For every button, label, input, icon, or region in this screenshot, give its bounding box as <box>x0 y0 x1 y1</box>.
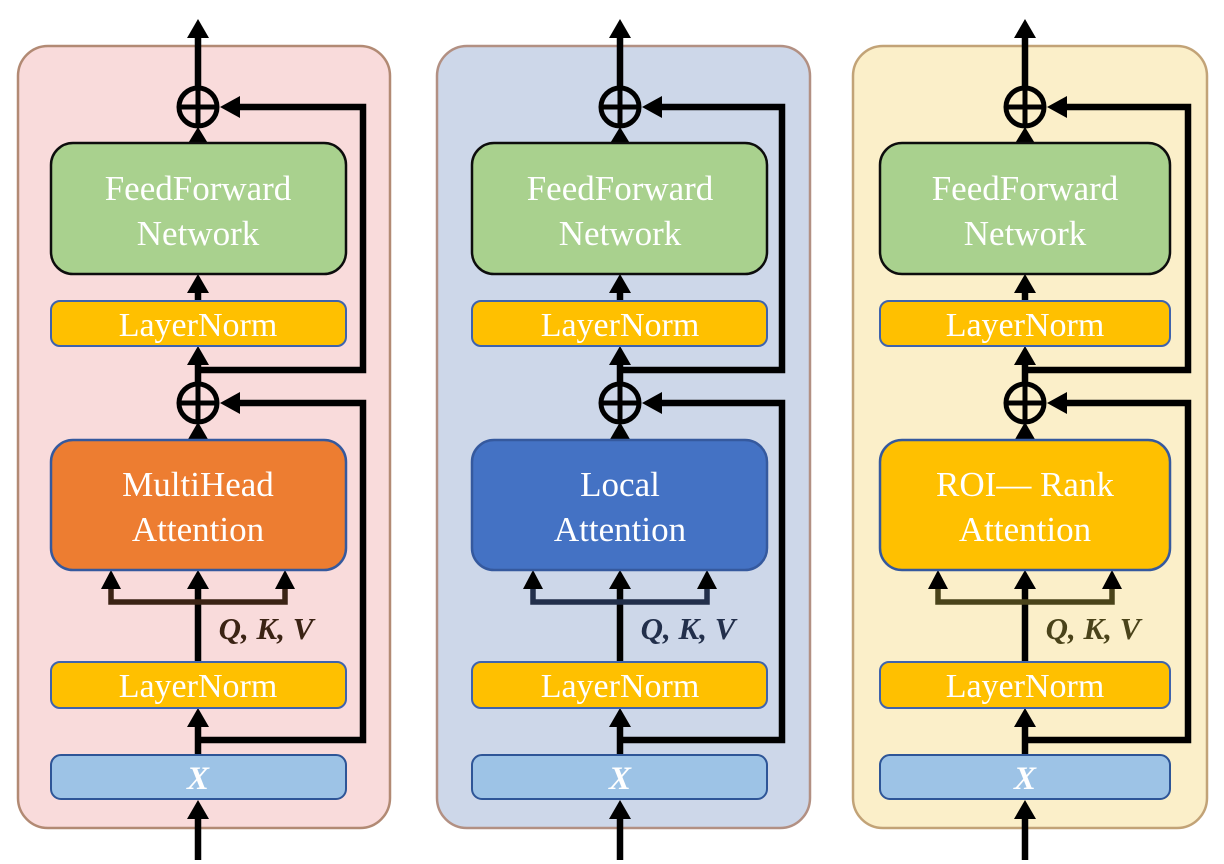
feedforward-label-line2: Network <box>559 214 682 253</box>
qkv-fork <box>935 589 1115 605</box>
input-x-box <box>50 754 347 800</box>
residual-skip-path-upper <box>620 103 786 374</box>
attention-box <box>470 438 769 572</box>
add-to-layernorm-arrowhead <box>1014 346 1036 365</box>
layernorm-top-label: LayerNorm <box>946 307 1105 344</box>
ffn-to-add-arrowhead <box>187 127 209 145</box>
qkv-label: Q, K, V <box>219 611 316 646</box>
residual-skip-path-upper <box>198 103 367 374</box>
qkv-fork-left-arrowhead <box>101 570 121 589</box>
add-to-layernorm-arrowhead <box>187 346 209 365</box>
qkv-fork-left-arrowhead <box>523 570 543 589</box>
layernorm-bottom-label: LayerNorm <box>541 668 700 705</box>
feedforward-box <box>49 141 348 276</box>
output-arrowhead <box>1014 19 1036 38</box>
attention-label-line1: MultiHead <box>122 465 274 504</box>
input-to-layernorm-arrowhead <box>187 708 209 727</box>
residual-skip-path-lower <box>198 399 367 744</box>
feedforward-label-line2: Network <box>137 214 260 253</box>
layernorm-bottom-label: LayerNorm <box>946 668 1105 705</box>
feedforward-box <box>878 141 1172 276</box>
residual-arrowhead-upper <box>220 96 240 118</box>
feedforward-label-line1: FeedForward <box>105 169 292 208</box>
input-to-layernorm-arrowhead <box>609 708 631 727</box>
circle-plus-icon <box>176 85 220 129</box>
panel-multihead-attention: FeedForward Network LayerNorm MultiHead … <box>16 19 392 860</box>
qkv-fork-right-arrowhead <box>697 570 717 589</box>
feedforward-box <box>470 141 769 276</box>
input-to-layernorm-arrowhead <box>1014 708 1036 727</box>
panel-roi-rank-attention: FeedForward Network LayerNorm ROI— Rank … <box>851 19 1209 860</box>
ffn-to-add-arrowhead <box>609 127 631 145</box>
residual-skip-path-lower <box>1025 399 1192 744</box>
input-x-box <box>879 754 1171 800</box>
attention-label-line1: ROI— Rank <box>936 465 1114 504</box>
input-arrowhead <box>1014 800 1036 819</box>
add-to-layernorm-arrowhead <box>609 346 631 365</box>
layernorm-bottom-box <box>50 661 347 709</box>
input-arrowhead <box>187 800 209 819</box>
attention-label-line2: Attention <box>959 510 1091 549</box>
input-x-label: X <box>186 761 210 797</box>
circle-plus-icon <box>598 85 642 129</box>
qkv-fork-left-arrowhead <box>928 570 948 589</box>
layernorm-top-box <box>879 300 1171 347</box>
attention-box <box>49 438 348 572</box>
circle-plus-icon <box>176 381 220 425</box>
qkv-fork <box>108 589 288 605</box>
layernorm-to-attention-arrowhead <box>187 570 209 589</box>
attention-label-line1: Local <box>580 465 660 504</box>
layernorm-bottom-box <box>879 661 1171 709</box>
layernorm-top-label: LayerNorm <box>119 307 278 344</box>
residual-arrowhead-lower <box>220 392 240 414</box>
circle-plus-icon <box>598 381 642 425</box>
qkv-label: Q, K, V <box>1046 611 1143 646</box>
feedforward-label-line1: FeedForward <box>527 169 714 208</box>
layernorm-to-attention-arrowhead <box>1014 570 1036 589</box>
input-arrowhead <box>609 800 631 819</box>
qkv-fork-right-arrowhead <box>275 570 295 589</box>
layernorm-bottom-box <box>471 661 768 709</box>
residual-arrowhead-upper <box>1047 96 1067 118</box>
circle-plus-icon <box>1003 85 1047 129</box>
residual-arrowhead-lower <box>1047 392 1067 414</box>
layernorm-top-label: LayerNorm <box>541 307 700 344</box>
attention-to-add-arrowhead <box>609 422 631 441</box>
layernorm-to-ffn-arrowhead <box>609 274 631 293</box>
attention-to-add-arrowhead <box>187 422 209 441</box>
attention-label-line2: Attention <box>132 510 264 549</box>
attention-to-add-arrowhead <box>1014 422 1036 441</box>
output-arrowhead <box>187 19 209 38</box>
residual-skip-path-upper <box>1025 103 1192 374</box>
layernorm-to-attention-arrowhead <box>609 570 631 589</box>
qkv-label: Q, K, V <box>641 611 738 646</box>
residual-skip-path-lower <box>620 399 786 744</box>
feedforward-label-line1: FeedForward <box>932 169 1119 208</box>
ffn-to-add-arrowhead <box>1014 127 1036 145</box>
layernorm-to-ffn-arrowhead <box>187 274 209 293</box>
layernorm-bottom-label: LayerNorm <box>119 668 278 705</box>
residual-arrowhead-lower <box>642 392 662 414</box>
feedforward-label-line2: Network <box>964 214 1087 253</box>
input-x-label: X <box>1013 761 1037 797</box>
circle-plus-icon <box>1003 381 1047 425</box>
output-arrowhead <box>609 19 631 38</box>
panel-local-attention: FeedForward Network LayerNorm Local Atte… <box>435 19 812 860</box>
attention-box <box>878 438 1172 572</box>
layernorm-to-ffn-arrowhead <box>1014 274 1036 293</box>
residual-arrowhead-upper <box>642 96 662 118</box>
attention-label-line2: Attention <box>554 510 686 549</box>
input-x-label: X <box>608 761 632 797</box>
qkv-fork <box>530 589 710 605</box>
layernorm-top-box <box>471 300 768 347</box>
input-x-box <box>471 754 768 800</box>
layernorm-top-box <box>50 300 347 347</box>
qkv-fork-right-arrowhead <box>1102 570 1122 589</box>
